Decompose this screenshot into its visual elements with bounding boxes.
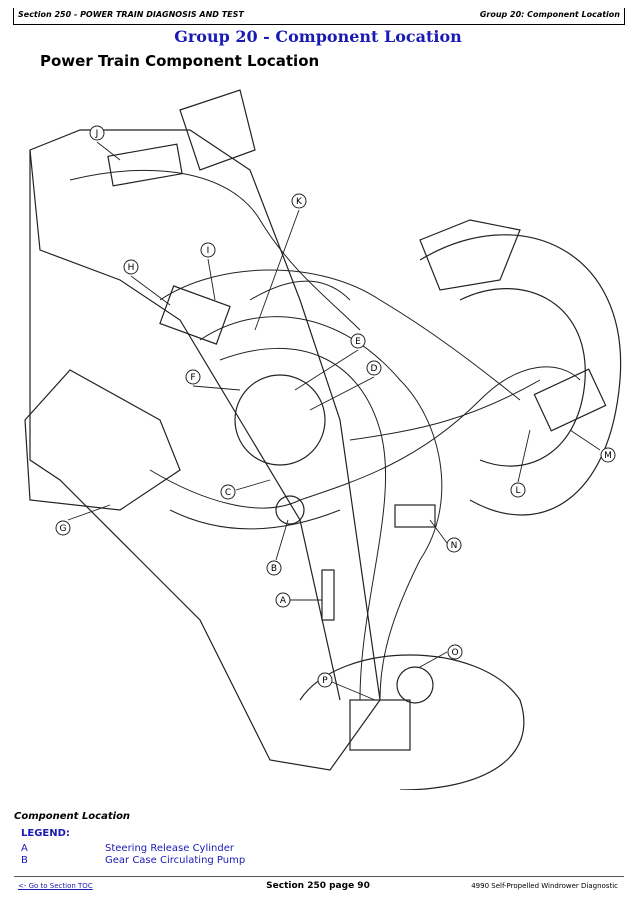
leader-lines	[67, 141, 601, 701]
book-title: 4990 Self-Propelled Windrower Diagnostic	[471, 882, 618, 890]
left-tank	[24, 369, 181, 511]
svg-text:D: D	[371, 364, 378, 374]
svg-text:I: I	[207, 246, 210, 256]
svg-text:C: C	[225, 488, 231, 498]
callout-j: J	[89, 125, 105, 141]
lower-wheel	[299, 654, 525, 790]
svg-text:L: L	[515, 486, 520, 496]
callout-layer: A B C D E F G H I J K L M N O P	[55, 125, 616, 688]
svg-text:K: K	[296, 197, 303, 207]
svg-text:P: P	[322, 676, 328, 686]
manifold-n	[394, 504, 436, 528]
callout-i: I	[200, 242, 216, 258]
group-title: Group 20: Component Location	[479, 10, 620, 19]
callout-l: L	[510, 482, 526, 498]
cylinder-a	[321, 569, 335, 621]
valve-block-h	[159, 285, 231, 345]
callout-g: G	[55, 520, 71, 536]
figure-heading: Power Train Component Location	[40, 52, 320, 70]
legend-key: A	[21, 843, 28, 854]
svg-text:N: N	[451, 541, 458, 551]
legend-label: Steering Release Cylinder	[105, 843, 234, 854]
page-number: Section 250 page 90	[266, 881, 370, 891]
svg-text:B: B	[271, 564, 277, 574]
section-title: Section 250 - POWER TRAIN DIAGNOSIS AND …	[18, 10, 244, 19]
callout-p: P	[317, 672, 333, 688]
svg-text:M: M	[604, 451, 612, 461]
page-title: Group 20 - Component Location	[174, 27, 462, 46]
callout-f: F	[185, 369, 201, 385]
pump-b	[275, 495, 305, 525]
callout-d: D	[366, 360, 382, 376]
svg-text:G: G	[60, 524, 67, 534]
component-diagram	[24, 89, 622, 790]
svg-text:H: H	[128, 263, 135, 273]
wheel-inner	[459, 288, 586, 467]
figure-caption: Component Location	[14, 811, 131, 822]
legend-key: B	[21, 855, 28, 866]
wheel	[419, 234, 622, 516]
svg-text:J: J	[95, 129, 99, 139]
upper-bracket	[179, 89, 256, 171]
svg-text:F: F	[190, 373, 195, 383]
step-plate	[419, 219, 521, 291]
valve-j	[107, 143, 183, 187]
motor-o	[396, 666, 434, 704]
callout-m: M	[600, 447, 616, 463]
callout-a: A	[275, 592, 291, 608]
sensor-m	[533, 368, 607, 432]
callout-k: K	[291, 193, 307, 209]
hydraulic-hoses	[69, 169, 581, 701]
callout-c: C	[220, 484, 236, 500]
callout-n: N	[446, 537, 462, 553]
callout-h: H	[123, 259, 139, 275]
legend-label: Gear Case Circulating Pump	[105, 855, 246, 866]
callout-e: E	[350, 333, 366, 349]
pump-cluster	[234, 374, 326, 466]
callout-o: O	[447, 644, 463, 660]
section-toc-link[interactable]: <- Go to Section TOC	[18, 882, 93, 890]
svg-text:E: E	[355, 337, 361, 347]
footer-divider	[14, 876, 624, 877]
legend-heading: LEGEND:	[21, 828, 70, 839]
svg-text:A: A	[280, 596, 287, 606]
page-header: Section 250 - POWER TRAIN DIAGNOSIS AND …	[13, 8, 625, 25]
motor-p	[349, 699, 411, 751]
svg-text:O: O	[451, 648, 458, 658]
callout-b: B	[266, 560, 282, 576]
